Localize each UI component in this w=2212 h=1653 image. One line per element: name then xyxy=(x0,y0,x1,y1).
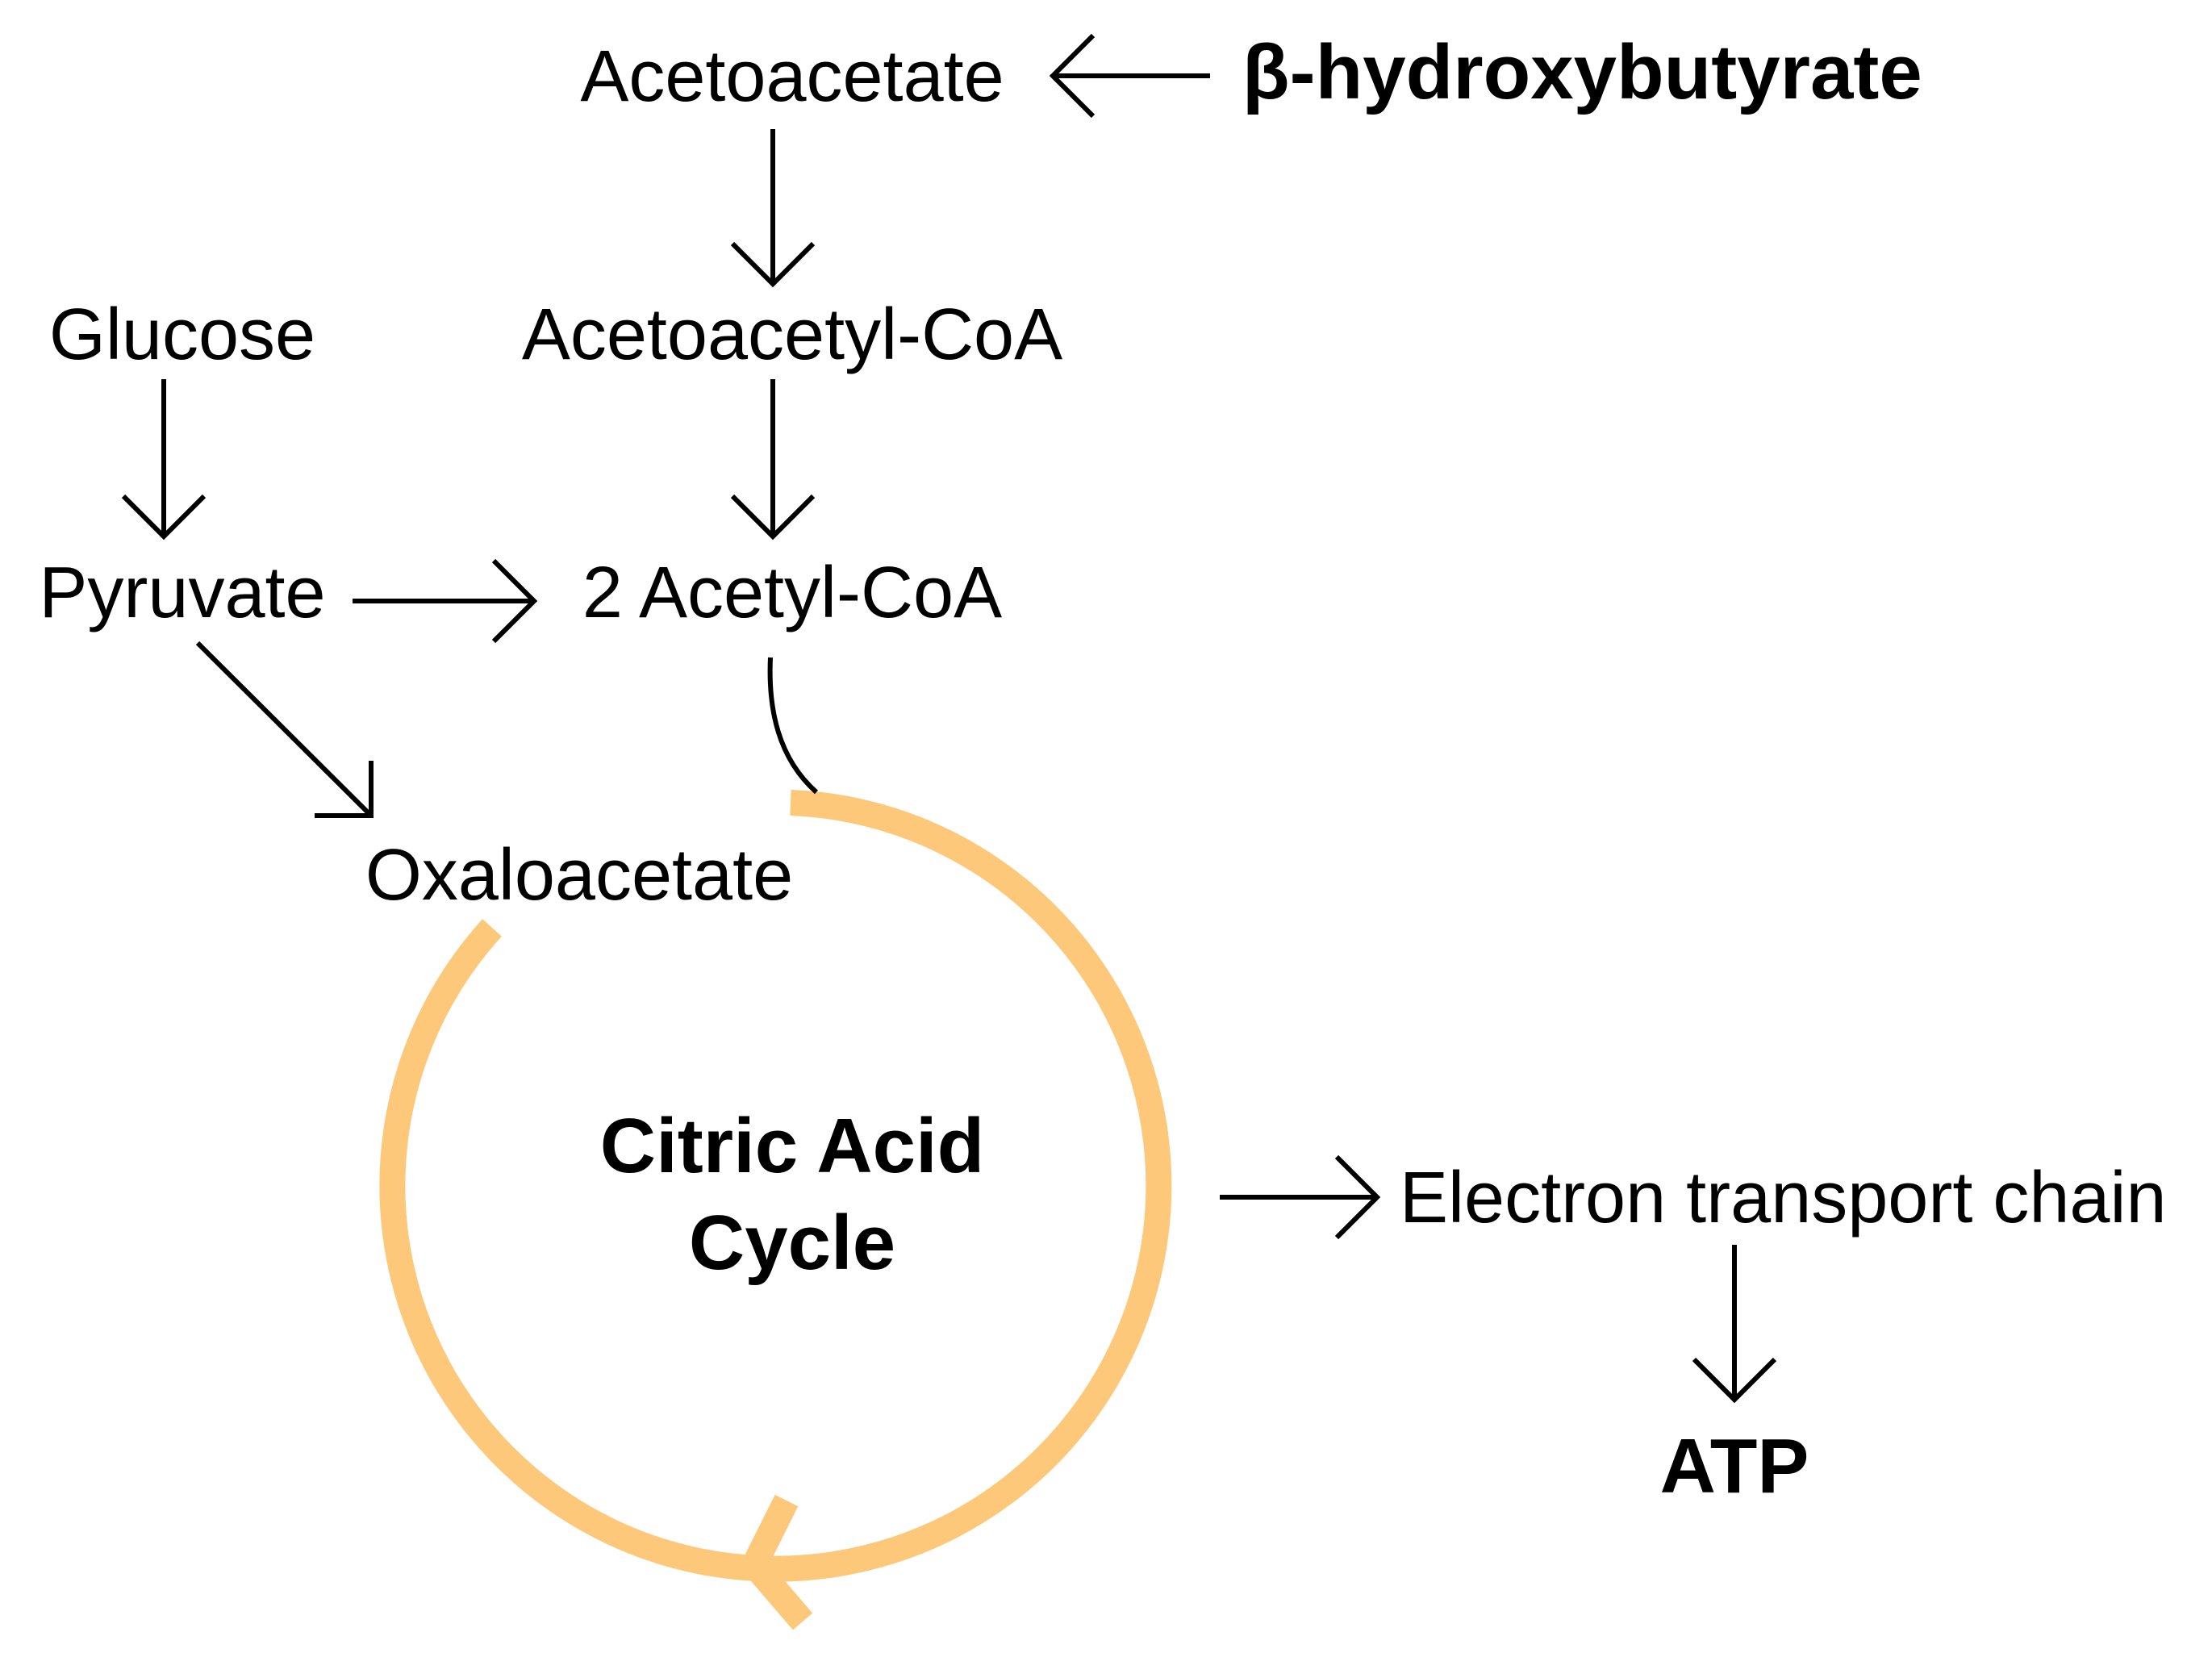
cycle-arrowhead-icon xyxy=(738,1494,813,1630)
citric-acid-cycle-title-line2: Cycle xyxy=(689,1200,895,1286)
arrow-pyruvate-to-oxaloacetate xyxy=(195,641,374,818)
pyruvate-label: Pyruvate xyxy=(39,553,325,633)
beta-hydroxybutyrate-label: β-hydroxybutyrate xyxy=(1242,29,1922,115)
acetoacetyl-coa-label: Acetoacetyl-CoA xyxy=(522,294,1062,375)
arrow-cycle-to-electron-transport-chain xyxy=(1220,1154,1381,1240)
acetoacetate-label: Acetoacetate xyxy=(580,36,1004,117)
arrow-acetoacetyl-coa-to-acetyl-coa xyxy=(730,379,816,541)
arrow-bhb-to-acetoacetate xyxy=(1049,33,1210,119)
oxaloacetate-label: Oxaloacetate xyxy=(365,835,793,916)
citric-acid-cycle-title-line1: Citric Acid xyxy=(600,1103,985,1189)
electron-transport-chain-label: Electron transport chain xyxy=(1400,1158,2167,1238)
arrow-glucose-to-pyruvate xyxy=(121,379,207,541)
arrow-etc-to-atp xyxy=(1692,1245,1777,1404)
citric-acid-cycle-ring xyxy=(379,790,1172,1630)
arrow-pyruvate-to-acetyl-coa xyxy=(353,558,538,644)
acetyl-coa-label: 2 Acetyl-CoA xyxy=(582,553,1002,633)
acetyl-coa-to-cycle-connector xyxy=(767,657,819,795)
cycle-arc xyxy=(379,790,1172,1582)
arrow-acetoacetate-to-acetoacetyl-coa xyxy=(730,129,816,288)
glucose-label: Glucose xyxy=(49,294,315,375)
atp-label: ATP xyxy=(1660,1423,1809,1509)
